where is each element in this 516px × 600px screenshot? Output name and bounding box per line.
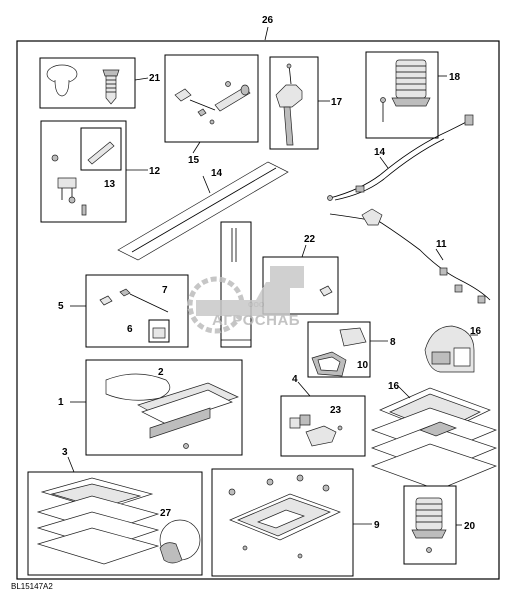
callout-25: 23 bbox=[330, 405, 342, 416]
callout-1: 1 bbox=[58, 397, 64, 408]
callout-24: 21 bbox=[149, 73, 161, 84]
callout-5: 5 bbox=[58, 301, 64, 312]
watermark-legal-form: ООО bbox=[248, 302, 265, 309]
callout-3: 3 bbox=[62, 447, 68, 458]
part-group-21 bbox=[403, 485, 462, 565]
watermark-logo: ООО АГРОСНАБ bbox=[187, 266, 304, 334]
callout-21: 20 bbox=[464, 521, 476, 532]
callout-7: 7 bbox=[162, 285, 168, 296]
callout-14: 14 bbox=[374, 147, 386, 158]
figure-code: BL15147A2 bbox=[11, 582, 53, 591]
callout-6: 6 bbox=[127, 324, 133, 335]
callout-9: 9 bbox=[374, 520, 380, 531]
callout-8: 8 bbox=[390, 337, 396, 348]
callout-20: 17 bbox=[331, 97, 343, 108]
callout-17: 15 bbox=[188, 155, 200, 166]
part-group-5 bbox=[70, 274, 189, 348]
callout-4: 4 bbox=[292, 374, 298, 385]
callout-10: 10 bbox=[357, 360, 369, 371]
callout-15: 16 bbox=[470, 326, 482, 337]
part-11-harness bbox=[329, 208, 491, 304]
part-15-cover bbox=[424, 325, 478, 373]
part-group-20 bbox=[269, 56, 330, 150]
part-group-12 bbox=[40, 120, 148, 223]
part-group-9 bbox=[211, 468, 372, 577]
part-group-17 bbox=[164, 54, 259, 154]
callout-13: 13 bbox=[104, 179, 116, 190]
part-16-strip bbox=[117, 161, 289, 261]
callout-18: 16 bbox=[388, 381, 400, 392]
callout-26: 26 bbox=[262, 15, 274, 26]
part-group-3 bbox=[27, 456, 203, 576]
part-group-24 bbox=[39, 57, 149, 109]
part-group-1 bbox=[70, 359, 243, 456]
callout-16: 14 bbox=[211, 168, 223, 179]
callout-2: 2 bbox=[158, 367, 164, 378]
callout-12: 12 bbox=[149, 166, 161, 177]
part-18-suspension bbox=[370, 385, 498, 491]
callout-23: 22 bbox=[304, 234, 316, 245]
part-group-rod bbox=[220, 221, 252, 348]
part-group-22 bbox=[365, 51, 447, 139]
part-group-4 bbox=[280, 381, 366, 457]
part-14-harness bbox=[327, 114, 474, 201]
assembly-frame bbox=[16, 40, 500, 580]
callout-27: 27 bbox=[160, 508, 172, 519]
part-group-8 bbox=[307, 321, 388, 378]
watermark-brand: АГРОСНАБ bbox=[212, 312, 300, 329]
leader-26 bbox=[264, 26, 269, 41]
callout-11: 11 bbox=[436, 239, 447, 250]
callout-22: 18 bbox=[449, 72, 461, 83]
